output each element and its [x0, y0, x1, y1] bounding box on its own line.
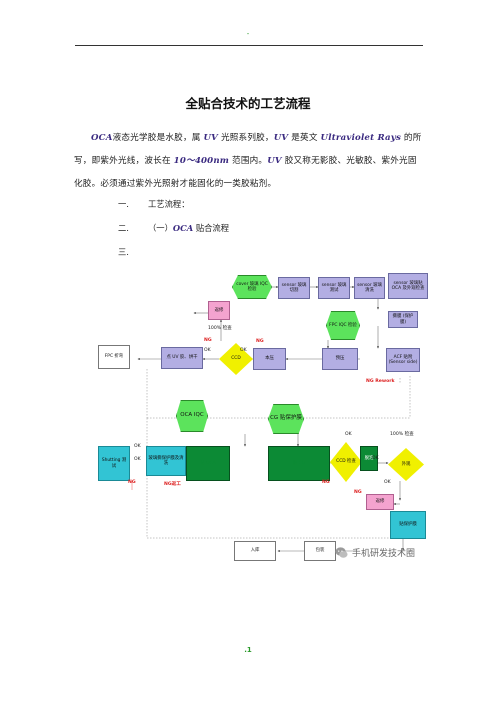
- flow-node-sensor-test: sensor 玻璃测试: [318, 277, 350, 299]
- term-uv: UV: [273, 133, 289, 143]
- flow-label-ok2: OK: [240, 348, 247, 353]
- flow-node-sensor-clean: sensor 玻璃清洗: [354, 277, 385, 299]
- watermark: 手机研发技术圈: [335, 541, 441, 563]
- flow-node-acf: ACF 贴附 (Sensor side): [386, 348, 420, 372]
- list-num-3: 三.: [118, 247, 129, 257]
- page-number: .1: [244, 646, 252, 654]
- para-text-2: 光照系列胶，: [218, 133, 274, 143]
- flow-node-glass-prot: 玻璃撕保护膜及清洗: [146, 446, 186, 476]
- list-text-2: （一）OCA 贴合流程: [148, 223, 230, 233]
- flow-node-fix: 返修: [366, 494, 394, 510]
- flow-node-fpc-iqc: FPC IQC 检验: [326, 311, 360, 340]
- para-text-3: 是英文: [288, 133, 321, 143]
- flow-node-repair: 返修: [208, 301, 230, 320]
- flow-label-100-check: 100% 检查: [208, 326, 232, 331]
- flow-label-ok5: OK: [345, 432, 352, 437]
- wechat-icon: [335, 546, 348, 558]
- flowchart-connectors: [131, 285, 411, 553]
- flow-node-cg-iqc: CG 贴保护膜: [268, 404, 304, 434]
- para-text-1: 液态光学胶是水胶，属: [112, 133, 204, 143]
- flow-node-uv-dot: 点 UV 胶、烘干: [161, 347, 203, 369]
- para-text-5: 范围内。: [229, 156, 268, 166]
- flow-node-pre: 预压: [322, 348, 358, 370]
- term-uv: UV: [203, 133, 219, 143]
- flow-node-fpc-bend: FPC 折弯: [98, 345, 130, 369]
- flow-label-ng1: NG: [204, 338, 212, 343]
- oca-flowchart: cover 玻璃 IQC 检验 sensor 玻璃切割 sensor 玻璃测试 …: [90, 268, 428, 576]
- flow-node-shutting: Shutting 测试: [98, 446, 130, 481]
- flow-label-ng4: NG返工: [164, 482, 181, 487]
- flow-label-100-check-b: 100% 检查: [390, 432, 414, 437]
- list-num-1: 一.: [118, 199, 129, 209]
- para-text-4: 的所写，即紫外光线，波长在: [74, 133, 422, 166]
- flow-label-ng3: NG: [128, 480, 136, 485]
- flow-node-oca-iqc: OCA IQC: [176, 400, 208, 432]
- flow-label-ng2: NG: [256, 339, 264, 344]
- flow-node-pack: 包装: [304, 541, 336, 561]
- list-text-1: 工艺流程：: [148, 199, 190, 209]
- header-rule: [75, 45, 423, 46]
- flow-node-sensor-cut: sensor 玻璃切割: [278, 277, 310, 299]
- flow-node-oca-lam: 贴 OCA: [186, 446, 230, 481]
- term-oca: OCA: [91, 133, 113, 143]
- flow-label-ok3: OK: [134, 444, 141, 449]
- para-text-6: 胶又称无影胶、光敏胶、紫外光固化胶。必须通过紫外光照射才能固化的一类胶粘剂。: [74, 156, 417, 189]
- flow-label-ng5: NG: [322, 480, 330, 485]
- flow-label-ok1: OK: [204, 348, 211, 353]
- flow-label-ok7: OK: [384, 480, 391, 485]
- flow-node-pack-top: 撕膜 (保护膜): [388, 311, 418, 328]
- doc-title: 全贴合技术的工艺流程: [185, 96, 311, 111]
- flow-node-store: 入库: [234, 541, 276, 561]
- watermark-text: 手机研发技术圈: [352, 548, 416, 559]
- flow-label-ng6: NG: [354, 490, 362, 495]
- flow-node-press: 本压: [253, 348, 286, 370]
- page-header: -: [246, 30, 250, 38]
- list-num-2: 二.: [118, 223, 129, 233]
- intro-paragraph: OCA液态光学胶是水胶，属 UV 光照系列胶，UV 是英文 Ultraviole…: [74, 127, 424, 196]
- flow-node-degas: 脱泡: [360, 446, 378, 471]
- flow-label-ok4: OK: [134, 457, 141, 462]
- flow-label-ok6: OK: [372, 456, 379, 461]
- flow-node-clean: cover 玻璃 IQC 检验: [232, 275, 272, 299]
- term-ultraviolet: Ultraviolet Rays: [320, 133, 401, 143]
- flow-label-ng-rework: NG Rework: [366, 379, 395, 384]
- flow-node-cg-lam: 贴 CG: [268, 446, 330, 481]
- flow-node-sensor-lam: sensor 玻璃贴 OCA 及外观检查: [388, 273, 428, 299]
- term-uv: UV: [267, 156, 282, 166]
- term-range: 10～400nm: [173, 156, 230, 166]
- flow-node-protect: 贴保护膜: [390, 511, 426, 539]
